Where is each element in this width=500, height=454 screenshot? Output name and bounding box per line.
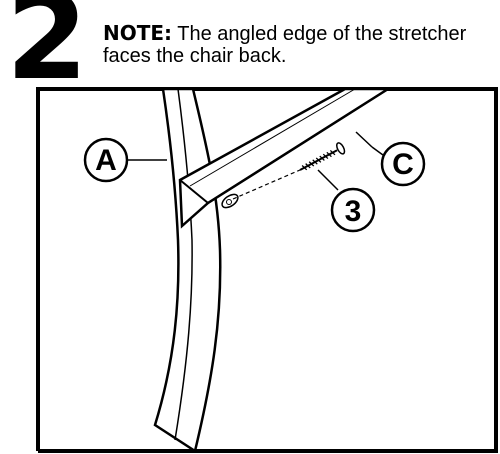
screw-3: [299, 142, 346, 171]
leader-line-3: [317, 169, 339, 191]
leader-line-c: [371, 146, 384, 156]
callout-label-3: 3: [345, 195, 362, 228]
screw-guide-line: [232, 169, 301, 200]
callout-circle-3: [330, 187, 376, 233]
callout-circle-c: [380, 141, 426, 187]
chair-leg-a: [153, 87, 222, 454]
callout-label-c: C: [392, 148, 414, 181]
callout-circle-a: [83, 137, 129, 183]
diagram-frame: [36, 87, 498, 453]
assembly-note: NOTE: The angled edge of the stretcher f…: [103, 22, 498, 67]
note-label: NOTE:: [103, 21, 173, 45]
note-text: The angled edge of the stretcher faces t…: [103, 23, 467, 67]
pocket-hole: [221, 193, 239, 209]
step-number: 2: [6, 0, 89, 106]
stretcher-c: [178, 87, 393, 229]
callout-label-a: A: [95, 144, 117, 177]
leader-line-c-2: [355, 131, 373, 148]
